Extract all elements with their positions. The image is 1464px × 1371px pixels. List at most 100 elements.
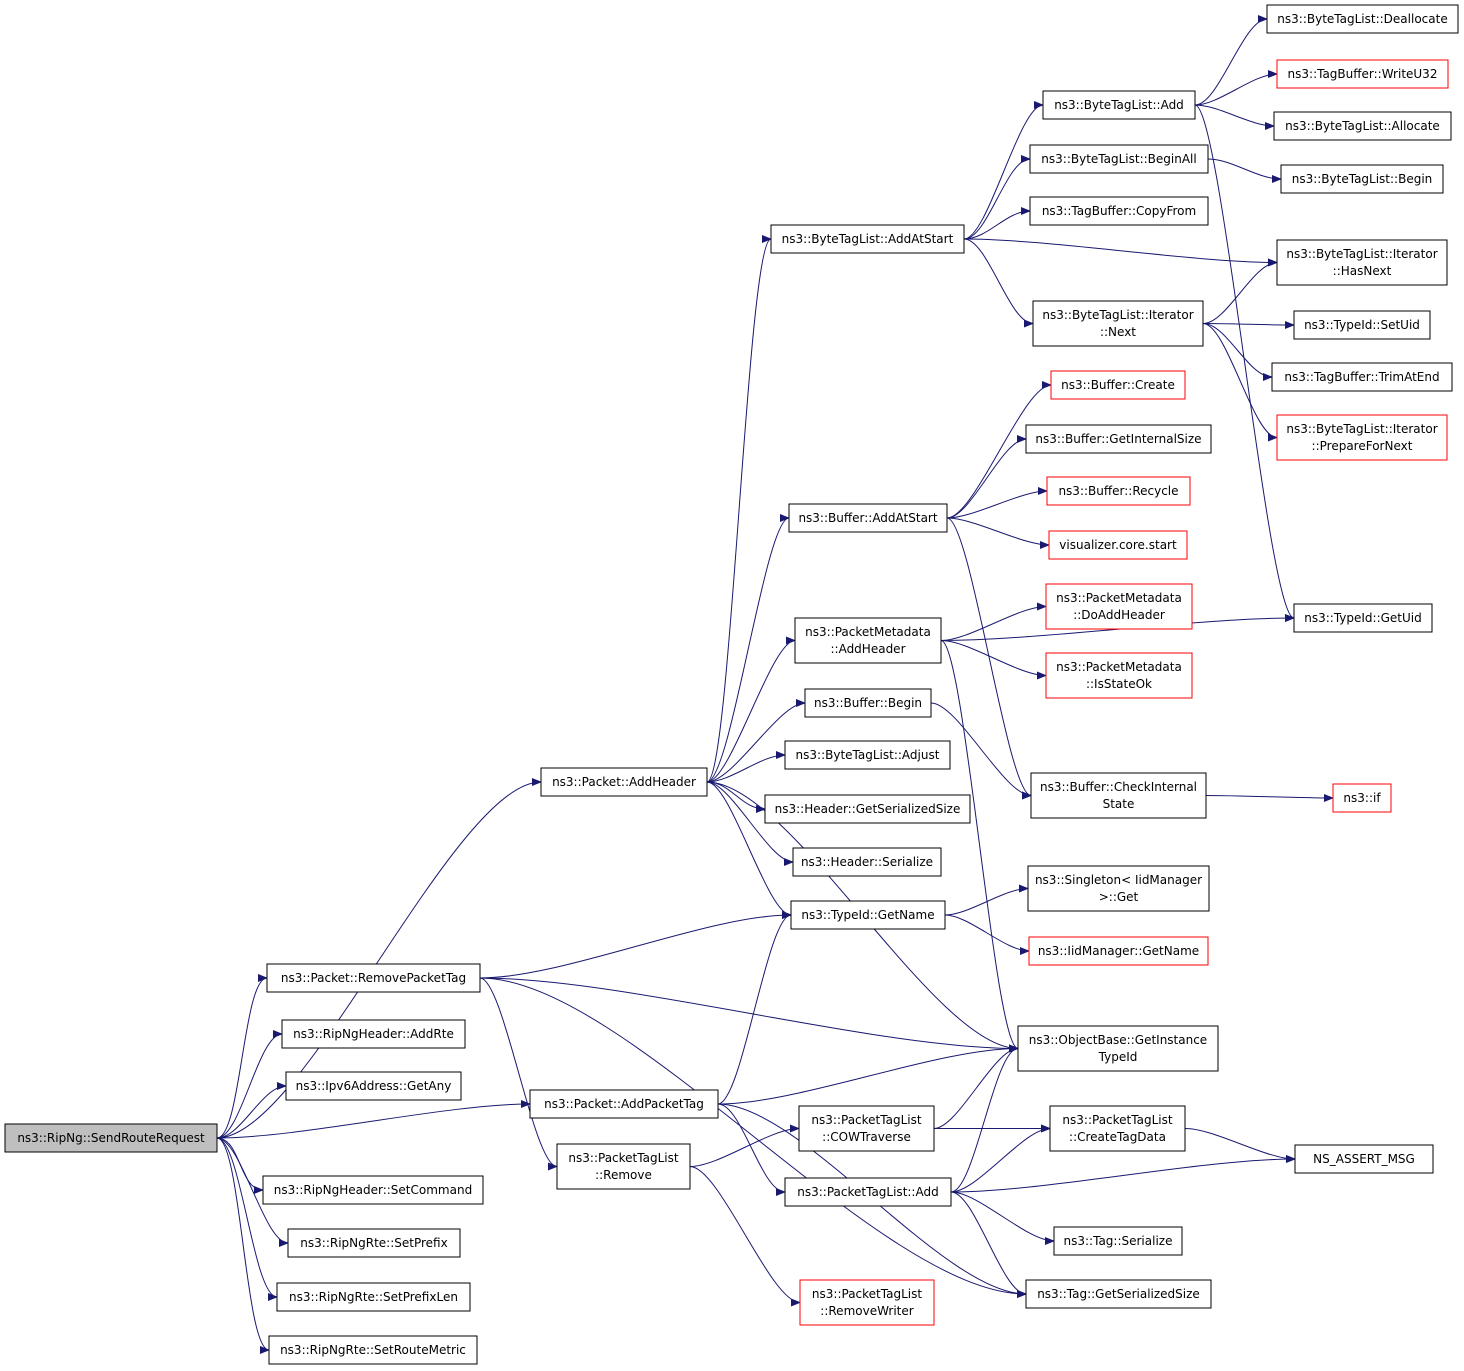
node-btl-it-hasnext[interactable]: ns3::ByteTagList::Iterator::HasNext [1276, 239, 1448, 286]
node-singleton-get[interactable]: ns3::Singleton< IidManager>::Get [1027, 865, 1210, 912]
edge-pm_addheader-to-pm_isstateok [940, 640, 1047, 680]
node-box [262, 1175, 484, 1205]
edge-ptl_add-to-ns_assert_msg [950, 1155, 1296, 1193]
node-tag-getserializedsize[interactable]: ns3::Tag::GetSerializedSize [1025, 1279, 1212, 1309]
node-ripngrte-setprefix[interactable]: ns3::RipNgRte::SetPrefix [287, 1228, 461, 1258]
node-viz-start[interactable]: visualizer.core.start [1048, 530, 1188, 560]
node-pkt-addpackettag[interactable]: ns3::Packet::AddPacketTag [529, 1089, 719, 1119]
edge-ptl_add-to-tag_getserializedsize [950, 1191, 1027, 1298]
edge-btl_it_next-to-tb_trimatend [1202, 323, 1273, 381]
node-box [1029, 144, 1209, 174]
node-btl-begin[interactable]: ns3::ByteTagList::Begin [1280, 164, 1444, 194]
node-label: ns3::ByteTagList::BeginAll [1041, 152, 1196, 166]
node-box [4, 1123, 218, 1153]
node-ptl-removewriter[interactable]: ns3::PacketTagList::RemoveWriter [799, 1279, 935, 1326]
node-ptl-createtagdata[interactable]: ns3::PacketTagList::CreateTagData [1049, 1105, 1186, 1152]
node-ns3-if[interactable]: ns3::if [1332, 783, 1392, 813]
node-buf-create[interactable]: ns3::Buffer::Create [1050, 370, 1186, 400]
node-buf-addatstart[interactable]: ns3::Buffer::AddAtStart [788, 503, 948, 533]
node-box [794, 617, 942, 664]
node-pkt-addheader[interactable]: ns3::Packet::AddHeader [540, 767, 708, 797]
node-box [1050, 370, 1186, 400]
node-ripngheader-addrte[interactable]: ns3::RipNgHeader::AddRte [281, 1019, 466, 1049]
node-box [770, 224, 965, 254]
node-label: ns3::ByteTagList::Add [1054, 98, 1184, 112]
node-tb-copyfrom[interactable]: ns3::TagBuffer::CopyFrom [1029, 196, 1209, 226]
node-label: ns3::ByteTagList::Deallocate [1277, 12, 1447, 26]
node-label: ns3::IidManager::GetName [1038, 944, 1199, 958]
node-label: ns3::Ipv6Address::GetAny [296, 1079, 452, 1093]
node-ptl-remove[interactable]: ns3::PacketTagList::Remove [556, 1143, 691, 1190]
node-buf-recycle[interactable]: ns3::Buffer::Recycle [1046, 476, 1191, 506]
node-btl-beginall[interactable]: ns3::ByteTagList::BeginAll [1029, 144, 1209, 174]
node-typeid-getuid[interactable]: ns3::TypeId::GetUid [1293, 603, 1433, 633]
node-label: ns3::TagBuffer::WriteU32 [1288, 67, 1438, 81]
node-pkt-removepackettag[interactable]: ns3::Packet::RemovePacketTag [266, 963, 481, 993]
node-btl-addatstart[interactable]: ns3::ByteTagList::AddAtStart [770, 224, 965, 254]
node-tag-serialize[interactable]: ns3::Tag::Serialize [1053, 1226, 1183, 1256]
node-iidmanager-getname[interactable]: ns3::IidManager::GetName [1028, 936, 1209, 966]
node-hdr-serialize[interactable]: ns3::Header::Serialize [792, 847, 942, 877]
node-tb-trimatend[interactable]: ns3::TagBuffer::TrimAtEnd [1271, 362, 1453, 392]
node-typeid-getname[interactable]: ns3::TypeId::GetName [790, 900, 946, 930]
node-btl-deallocate[interactable]: ns3::ByteTagList::Deallocate [1266, 4, 1459, 34]
edge-buf_addatstart-to-viz_start [946, 517, 1050, 549]
node-label: ::RemoveWriter [820, 1304, 913, 1318]
node-box [1294, 1144, 1434, 1174]
node-typeid-setuid[interactable]: ns3::TypeId::SetUid [1293, 310, 1431, 340]
edge-ptl_add-to-tag_serialize [950, 1191, 1055, 1245]
node-label: ns3::PacketTagList [568, 1151, 678, 1165]
node-box [1032, 300, 1204, 347]
node-label: ns3::Singleton< IidManager [1035, 873, 1202, 887]
node-ns-assert-msg[interactable]: NS_ASSERT_MSG [1294, 1144, 1434, 1174]
node-root[interactable]: ns3::RipNg::SendRouteRequest [4, 1123, 218, 1153]
node-btl-add[interactable]: ns3::ByteTagList::Add [1042, 90, 1196, 120]
node-box [798, 1105, 935, 1152]
node-ipv6-getany[interactable]: ns3::Ipv6Address::GetAny [285, 1071, 462, 1101]
node-buf-begin[interactable]: ns3::Buffer::Begin [804, 688, 932, 718]
edge-pkt_addheader-to-buf_begin [706, 699, 806, 783]
node-box [1025, 1279, 1212, 1309]
node-pm-doaddheader[interactable]: ns3::PacketMetadata::DoAddHeader [1045, 583, 1193, 630]
node-ptl-add[interactable]: ns3::PacketTagList::Add [784, 1177, 952, 1207]
node-label: TypeId [1098, 1050, 1138, 1064]
node-btl-adjust[interactable]: ns3::ByteTagList::Adjust [784, 740, 951, 770]
node-box [792, 847, 942, 877]
node-box [1293, 310, 1431, 340]
edge-pm_addheader-to-objbase_getinstancetypeid [940, 640, 1019, 1053]
edge-pkt_addheader-to-pm_addheader [706, 636, 796, 783]
node-label: ns3::TagBuffer::TrimAtEnd [1284, 370, 1439, 384]
node-ripngheader-setcommand[interactable]: ns3::RipNgHeader::SetCommand [262, 1175, 484, 1205]
node-label: ns3::RipNgRte::SetRouteMetric [280, 1343, 466, 1357]
node-ptl-cowtraverse[interactable]: ns3::PacketTagList::COWTraverse [798, 1105, 935, 1152]
node-ripngrte-setroutemetric[interactable]: ns3::RipNgRte::SetRouteMetric [268, 1335, 478, 1365]
node-btl-allocate[interactable]: ns3::ByteTagList::Allocate [1273, 111, 1452, 141]
node-label: ::Remove [595, 1168, 652, 1182]
node-label: ::CreateTagData [1069, 1130, 1166, 1144]
node-tb-writeu32[interactable]: ns3::TagBuffer::WriteU32 [1276, 59, 1449, 89]
edge-btl_addatstart-to-btl_it_hasnext [963, 238, 1278, 267]
node-box [788, 503, 948, 533]
node-box [1028, 936, 1209, 966]
node-buf-getinternalsize[interactable]: ns3::Buffer::GetInternalSize [1025, 424, 1212, 454]
edge-pkt_addheader-to-hdr_serialize [706, 781, 794, 866]
node-pm-addheader[interactable]: ns3::PacketMetadata::AddHeader [794, 617, 942, 664]
node-label: >::Get [1099, 890, 1139, 904]
node-hdr-getserializedsize[interactable]: ns3::Header::GetSerializedSize [764, 794, 971, 824]
node-label: ns3::Buffer::Recycle [1058, 484, 1178, 498]
edge-btl_beginall-to-btl_begin [1207, 158, 1282, 183]
node-btl-it-next[interactable]: ns3::ByteTagList::Iterator::Next [1032, 300, 1204, 347]
edge-btl_addatstart-to-tb_copyfrom [963, 207, 1031, 240]
node-box [1017, 1025, 1219, 1072]
edge-btl_addatstart-to-btl_beginall [963, 155, 1031, 240]
node-ripngrte-setprefixlen[interactable]: ns3::RipNgRte::SetPrefixLen [276, 1282, 471, 1312]
node-label: ns3::Buffer::CheckInternal [1040, 780, 1197, 794]
node-box [1280, 164, 1444, 194]
node-btl-it-preparefornext[interactable]: ns3::ByteTagList::Iterator::PrepareForNe… [1276, 414, 1448, 461]
node-label: ns3::PacketTagList::Add [797, 1185, 938, 1199]
node-pm-isstateok[interactable]: ns3::PacketMetadata::IsStateOk [1045, 652, 1193, 699]
edge-typeid_getname-to-singleton_get [944, 884, 1029, 916]
